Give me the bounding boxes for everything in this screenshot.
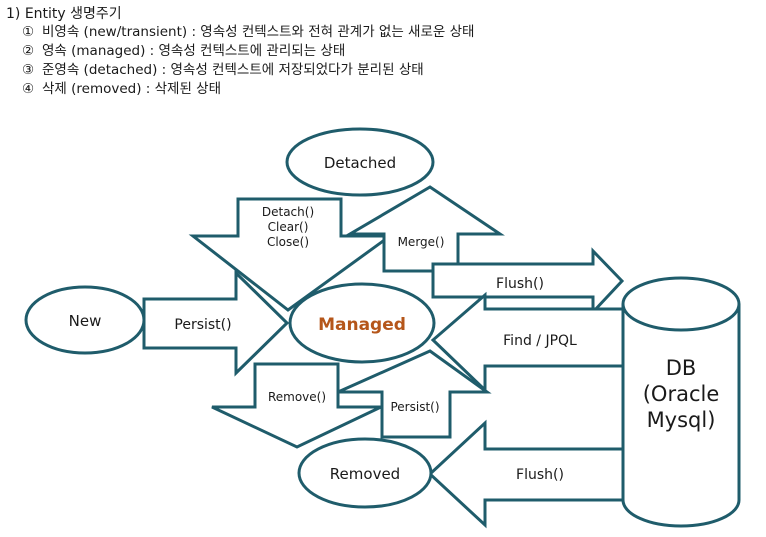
database-cylinder: DB (Oracle Mysql) bbox=[621, 276, 741, 528]
list-text: 영속 (managed) : 영속성 컨텍스트에 관리되는 상태 bbox=[42, 43, 346, 59]
remove-label: Remove() bbox=[268, 390, 326, 404]
list-item: ① 비영속 (new/transient) : 영속성 컨텍스트와 전혀 관계가 … bbox=[22, 23, 474, 42]
flush-top-arrow: Flush() bbox=[431, 247, 625, 316]
list-number: ④ bbox=[22, 81, 35, 97]
list-item: ④ 삭제 (removed) : 삭제된 상태 bbox=[22, 80, 474, 99]
remove-arrow: Remove() bbox=[211, 362, 382, 449]
flush-bottom-arrow: Flush() bbox=[427, 419, 625, 529]
removed-state: Removed bbox=[297, 437, 433, 509]
merge-arrow: Merge() bbox=[344, 185, 505, 273]
lifecycle-state-list: ① 비영속 (new/transient) : 영속성 컨텍스트와 전혀 관계가 … bbox=[22, 23, 474, 99]
managed-state: Managed bbox=[288, 282, 436, 364]
persist-new-arrow: Persist() bbox=[142, 269, 290, 377]
db-label: DB bbox=[666, 356, 697, 380]
list-text: 비영속 (new/transient) : 영속성 컨텍스트와 전혀 관계가 없… bbox=[42, 24, 475, 40]
find-jpql-label: Find / JPQL bbox=[503, 333, 577, 349]
new-state: New bbox=[24, 285, 146, 355]
list-text: 준영속 (detached) : 영속성 컨텍스트에 저장되었다가 분리된 상태 bbox=[42, 62, 424, 78]
detached-label: Detached bbox=[324, 154, 396, 172]
new-label: New bbox=[69, 312, 102, 330]
section-heading: 1) Entity 생명주기 bbox=[6, 6, 122, 22]
close-label: Close() bbox=[267, 235, 309, 249]
list-number: ② bbox=[22, 43, 35, 59]
list-text: 삭제 (removed) : 삭제된 상태 bbox=[42, 81, 222, 97]
db-mysql-label: Mysql) bbox=[647, 408, 716, 432]
list-number: ① bbox=[22, 24, 35, 40]
detach-arrow: Detach() Clear() Close() bbox=[188, 197, 395, 312]
flush-top-label: Flush() bbox=[496, 276, 544, 292]
persist-removed-arrow: Persist() bbox=[337, 349, 492, 439]
clear-label: Clear() bbox=[268, 220, 309, 234]
list-item: ② 영속 (managed) : 영속성 컨텍스트에 관리되는 상태 bbox=[22, 42, 474, 61]
persist-removed-label: Persist() bbox=[390, 400, 439, 414]
list-number: ③ bbox=[22, 62, 35, 78]
detached-state: Detached bbox=[285, 127, 435, 197]
flush-bottom-label: Flush() bbox=[516, 467, 564, 483]
persist-new-label: Persist() bbox=[174, 317, 231, 333]
db-oracle-label: (Oracle bbox=[643, 382, 720, 406]
removed-label: Removed bbox=[330, 465, 400, 483]
merge-label: Merge() bbox=[398, 235, 445, 249]
detach-label: Detach() bbox=[262, 205, 314, 219]
managed-label: Managed bbox=[318, 315, 406, 335]
list-item: ③ 준영속 (detached) : 영속성 컨텍스트에 저장되었다가 분리된 상… bbox=[22, 61, 474, 80]
